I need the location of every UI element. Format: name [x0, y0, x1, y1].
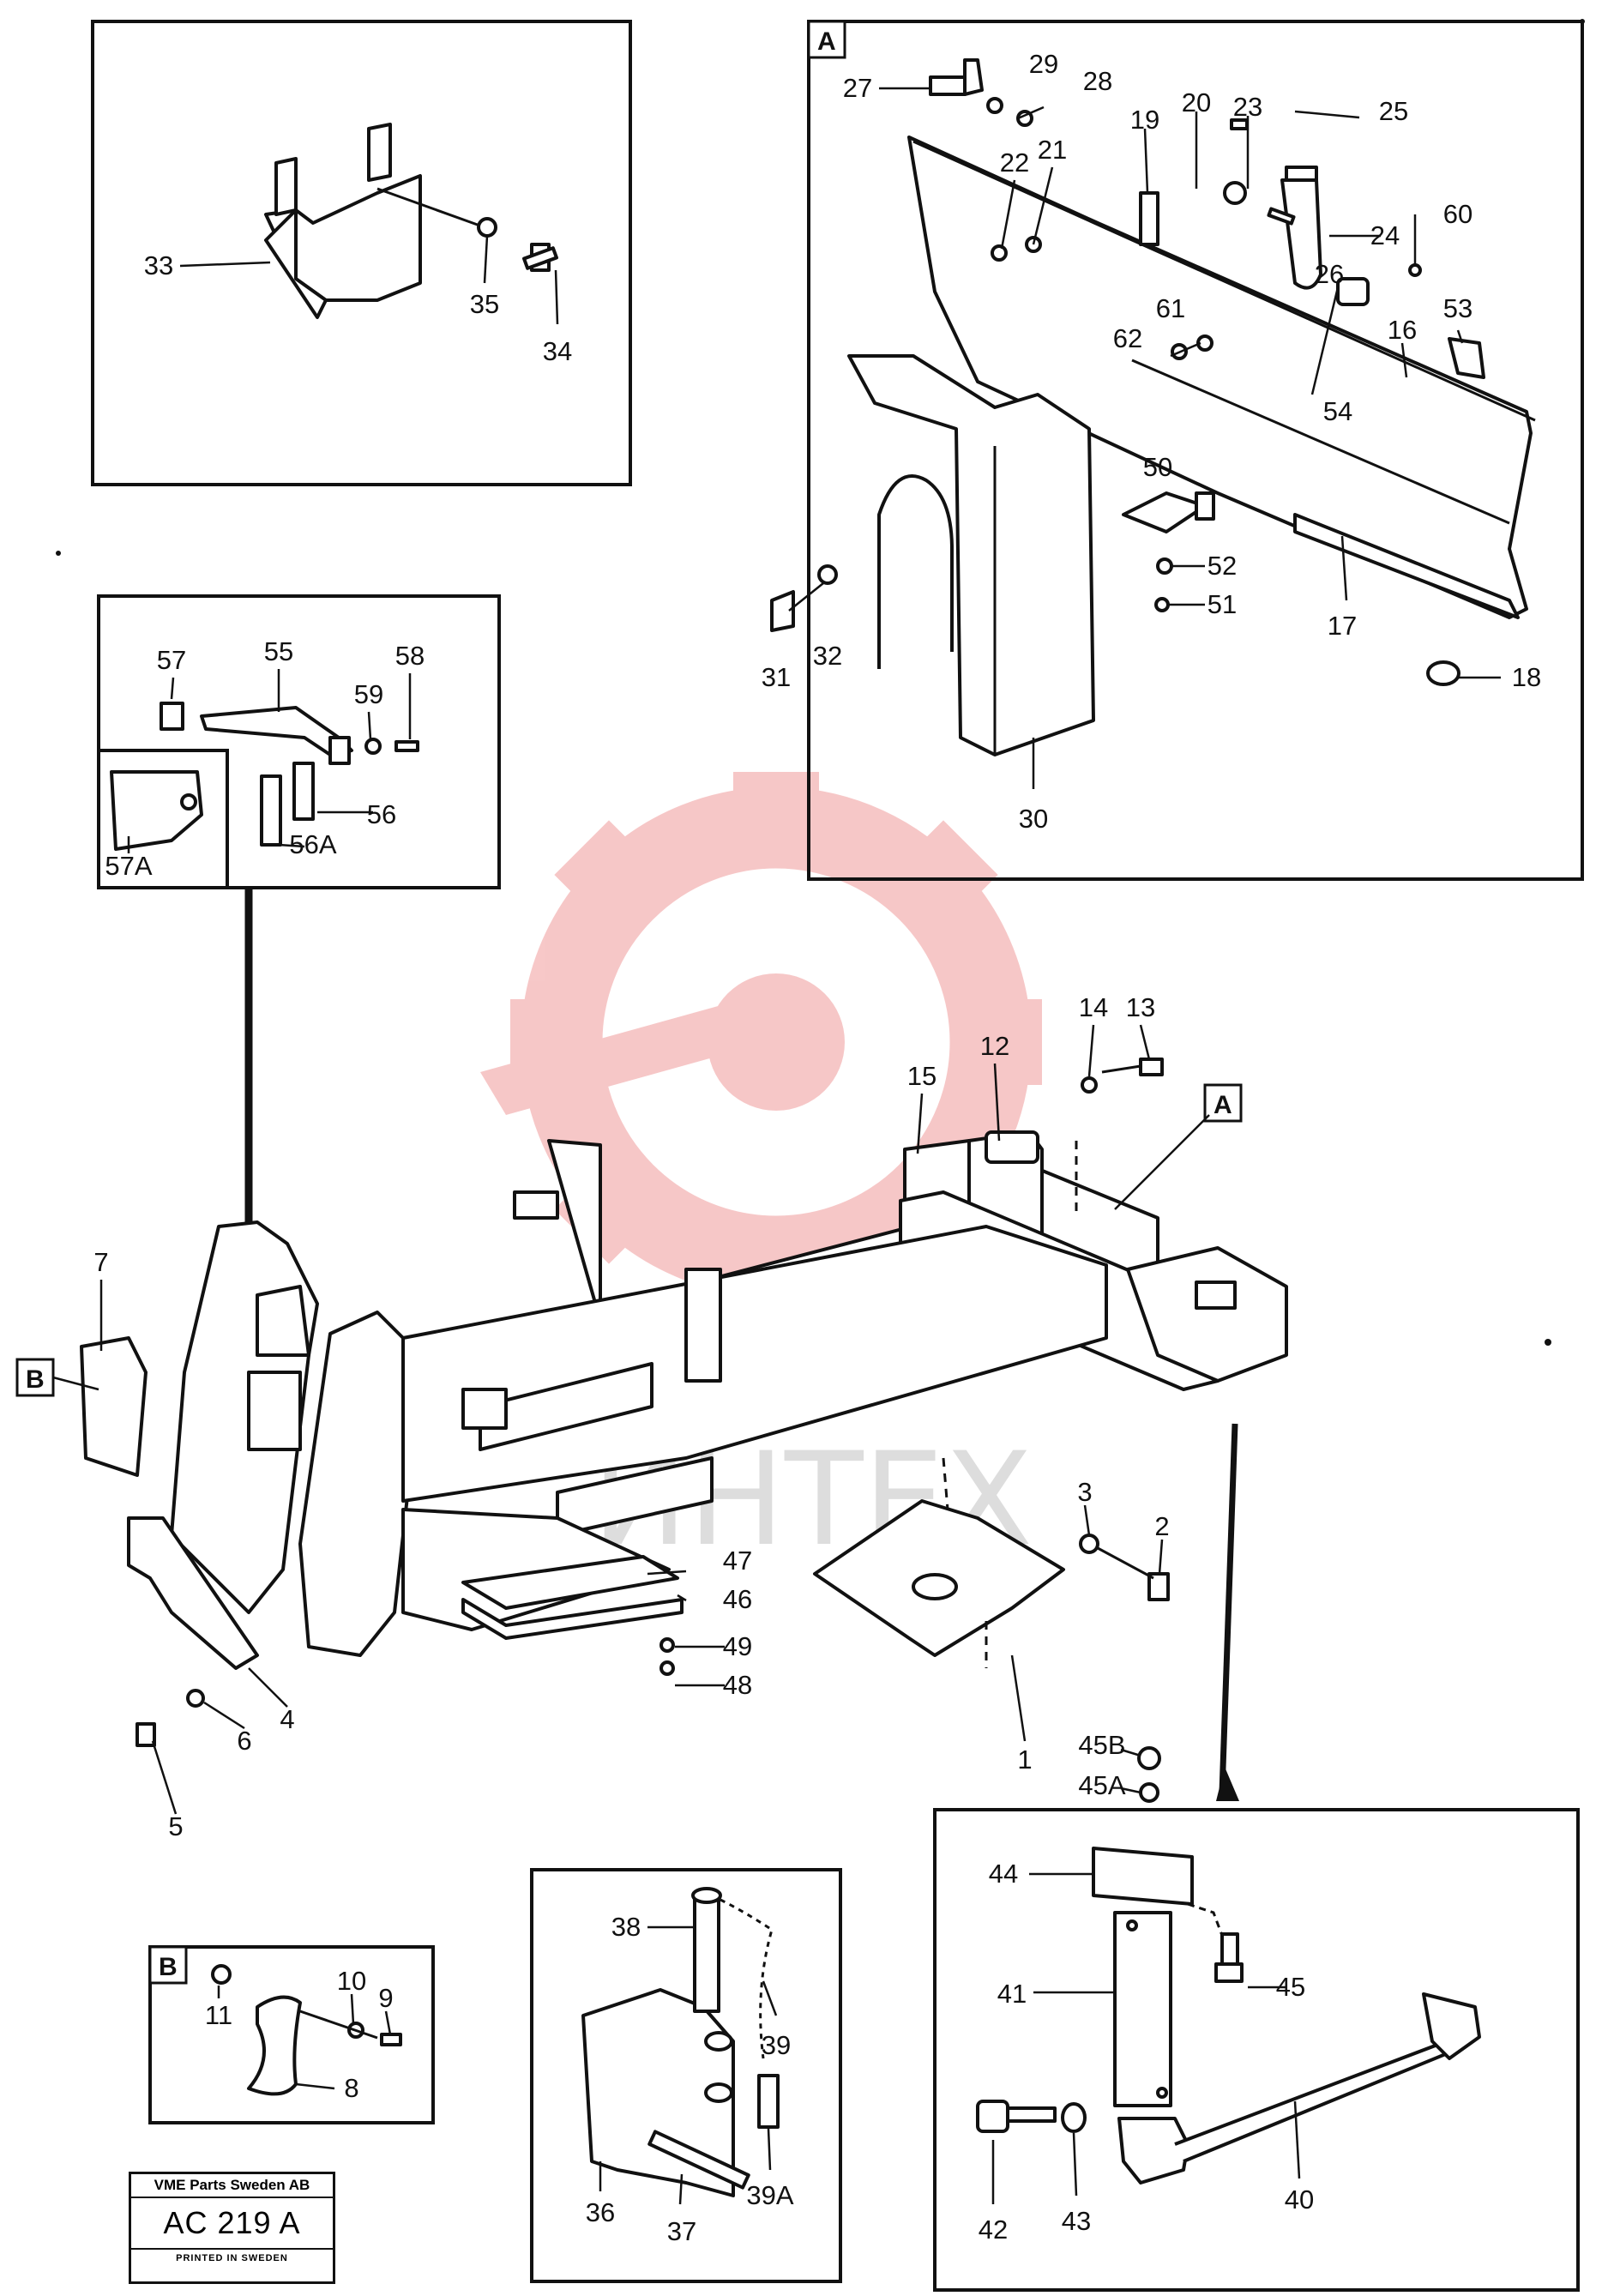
part-label-22: 22: [1000, 148, 1029, 178]
part-label-59: 59: [354, 679, 383, 709]
part-label-33: 33: [144, 250, 173, 280]
part-label-2: 2: [1154, 1511, 1169, 1541]
part-label-53: 53: [1443, 293, 1472, 323]
part-label-50: 50: [1143, 452, 1172, 482]
part-label-36: 36: [586, 2197, 615, 2227]
part-label-31: 31: [762, 662, 791, 692]
part-label-57A: 57A: [105, 851, 152, 881]
part-label-15: 15: [907, 1061, 936, 1091]
part-label-5: 5: [168, 1811, 183, 1841]
part-label-57: 57: [157, 645, 186, 675]
stamp-printed: PRINTED IN SWEDEN: [176, 2253, 288, 2263]
part-label-6: 6: [237, 1726, 251, 1756]
part-label-20: 20: [1182, 87, 1211, 118]
part-label-45A: 45A: [1078, 1770, 1125, 1800]
part-label-14: 14: [1079, 992, 1108, 1022]
detail-box-B: B: [148, 1945, 435, 2124]
part-label-62: 62: [1113, 323, 1142, 353]
part-label-40: 40: [1285, 2185, 1314, 2215]
part-label-51: 51: [1208, 589, 1237, 619]
part-label-56: 56: [367, 799, 396, 829]
part-label-1: 1: [1017, 1745, 1032, 1775]
detail-box-drawbar: [933, 1746, 1580, 2292]
part-label-10: 10: [337, 1966, 366, 1996]
part-label-37: 37: [667, 2216, 696, 2246]
part-label-27: 27: [843, 73, 872, 103]
part-label-46: 46: [723, 1584, 752, 1614]
part-label-18: 18: [1512, 662, 1541, 692]
part-label-29: 29: [1029, 49, 1058, 79]
part-label-55: 55: [264, 636, 293, 666]
part-label-41: 41: [997, 1979, 1027, 2009]
part-label-54: 54: [1323, 396, 1352, 426]
part-label-28: 28: [1083, 66, 1112, 96]
title-stamp: VME Parts Sweden AB AC 219 A PRINTED IN …: [129, 2172, 335, 2284]
section-tag-A-frame: A: [1214, 1091, 1232, 1119]
part-label-39: 39: [762, 2030, 791, 2060]
part-label-26: 26: [1315, 259, 1344, 289]
part-label-3: 3: [1077, 1477, 1092, 1507]
part-label-13: 13: [1126, 992, 1155, 1022]
section-tag-A: A: [817, 27, 836, 56]
part-label-23: 23: [1233, 92, 1262, 122]
part-label-56A: 56A: [289, 829, 336, 859]
part-label-44: 44: [989, 1859, 1018, 1889]
part-label-58: 58: [395, 641, 425, 671]
part-label-32: 32: [813, 641, 842, 671]
part-label-7: 7: [93, 1247, 108, 1277]
part-label-11: 11: [205, 2000, 232, 2030]
part-label-45B: 45B: [1078, 1730, 1125, 1760]
part-labels: 1234567891011121314151617181920212223242…: [93, 49, 1541, 2246]
detail-box-hitch: [530, 1868, 842, 2283]
part-label-8: 8: [344, 2073, 358, 2103]
part-label-34: 34: [543, 336, 572, 366]
main-frame-assembly: A B: [15, 1024, 1288, 1815]
part-label-4: 4: [280, 1704, 294, 1734]
part-label-38: 38: [611, 1912, 641, 1942]
part-label-30: 30: [1019, 804, 1048, 834]
part-label-60: 60: [1443, 199, 1472, 229]
part-label-61: 61: [1156, 293, 1185, 323]
part-label-47: 47: [723, 1546, 752, 1576]
part-label-12: 12: [980, 1031, 1009, 1061]
stamp-code: AC 219 A: [131, 2198, 333, 2250]
part-label-9: 9: [378, 1983, 393, 2013]
part-label-45: 45: [1276, 1972, 1305, 2002]
section-tag-B-detail: B: [159, 1953, 178, 1981]
part-label-16: 16: [1388, 315, 1417, 345]
detail-box-A: A: [770, 20, 1584, 881]
detail-box-bracket: [97, 594, 501, 1222]
part-label-42: 42: [979, 2215, 1008, 2245]
part-label-19: 19: [1130, 105, 1159, 135]
stamp-company: VME Parts Sweden AB: [131, 2174, 333, 2198]
part-label-48: 48: [723, 1670, 752, 1700]
part-label-49: 49: [723, 1631, 752, 1661]
part-label-52: 52: [1208, 551, 1237, 581]
part-label-35: 35: [470, 289, 499, 319]
part-label-17: 17: [1328, 611, 1357, 641]
detail-box-guard: [91, 20, 632, 486]
section-tag-B: B: [26, 1365, 45, 1394]
part-label-24: 24: [1370, 220, 1400, 250]
part-label-25: 25: [1379, 96, 1408, 126]
part-label-39A: 39A: [746, 2180, 793, 2210]
part-label-21: 21: [1038, 135, 1067, 165]
part-label-43: 43: [1062, 2206, 1091, 2236]
